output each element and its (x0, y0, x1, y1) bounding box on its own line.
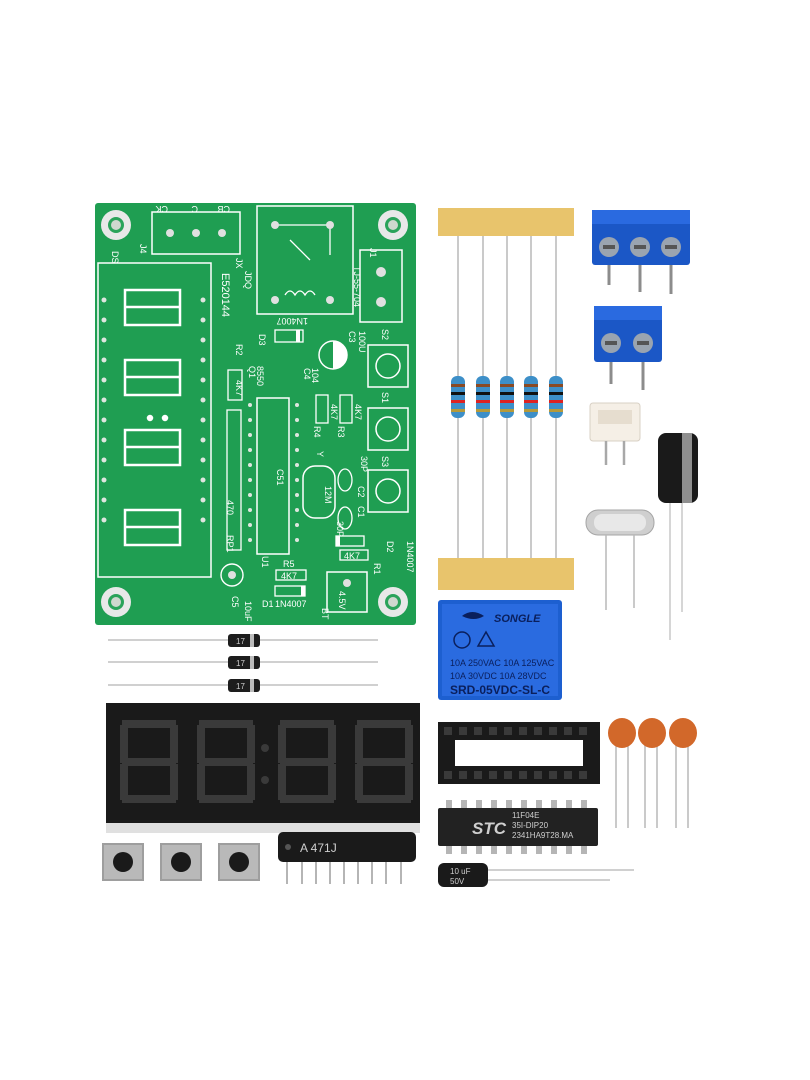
tactile-button (160, 843, 202, 881)
pcb-label-relay-model: TJ-55-704 (352, 266, 362, 307)
mounting-hole (378, 587, 408, 617)
pcb-label-y: Y (315, 451, 325, 457)
resistor (524, 376, 538, 418)
pcb-label-rp1-val: 470 (225, 500, 235, 515)
pcb-label-u1: U1 (260, 556, 270, 568)
terminal-block-3pin (592, 210, 690, 294)
relay-line1: 10A 250VAC 10A 125VAC (450, 658, 555, 668)
pcb-label-jdq: JDQ (243, 271, 253, 289)
pcb-label-s1: S1 (380, 392, 390, 403)
diode-band-text: 17 (236, 682, 245, 691)
pcb-label-c2: C2 (356, 486, 366, 498)
resistor-strip (438, 208, 574, 590)
mcu-brand: STC (472, 819, 507, 838)
relay-line2: 10A 30VDC 10A 28VDC (450, 671, 547, 681)
diode: 17 (108, 634, 378, 647)
pcb-board: CK C CB J4 JDQ TJ-55-704 J1 + DC5VIN - D… (95, 203, 436, 625)
pcb-label-r2: R2 (234, 344, 244, 356)
diode: 17 (108, 656, 378, 669)
relay-model: SRD-05VDC-SL-C (450, 683, 550, 697)
ceramic-capacitors (608, 718, 697, 828)
diode-band-text: 17 (236, 637, 245, 646)
small-cap-voltage: 50V (450, 877, 465, 886)
pcb-code: E520144 (219, 273, 231, 317)
pcb-label-j4: J4 (138, 244, 148, 254)
pcb-label-c4: C4 (302, 368, 312, 380)
tactile-button (102, 843, 144, 881)
pcb-label-c3-val: 100U (357, 331, 367, 353)
pcb-label-r2-val: 4K7 (234, 380, 244, 396)
pcb-label-c1: C1 (356, 506, 366, 518)
small-capacitor: 10 uF 50V (438, 863, 634, 887)
mcu-chip: STC 11F04E 35I-DIP20 2341HA9T28.MA (438, 800, 598, 854)
relay: SONGLE 10A 250VAC 10A 125VAC 10A 30VDC 1… (438, 600, 562, 700)
pcb-label-rp1: RP1 (225, 535, 235, 553)
pcb-label-c1-val: 30P (335, 521, 345, 537)
resistor-network-label: A 471J (300, 841, 337, 855)
tactile-button (218, 843, 260, 881)
mcu-line2: 35I-DIP20 (512, 821, 549, 830)
resistor (549, 376, 563, 418)
pcb-label-bt-val: 4.5V (337, 591, 347, 610)
pcb-label-s3: S3 (380, 456, 390, 467)
pcb-label-r1: R1 (372, 563, 382, 575)
mounting-hole (101, 587, 131, 617)
ic-socket (438, 722, 600, 784)
diode-band-text: 17 (236, 659, 245, 668)
resistor (500, 376, 514, 418)
pcb-label-r3-val: 4K7 (353, 404, 363, 420)
terminal-block-2pin (594, 306, 662, 390)
crystal-oscillator (585, 509, 655, 610)
electrolytic-capacitor (658, 433, 698, 640)
pcb-label-r4-val: 4K7 (329, 404, 339, 420)
pcb-label-q1-part: 8550 (255, 366, 265, 386)
pcb-label-y-val: 12M (323, 486, 333, 504)
pcb-label-c2-val: 30P (359, 456, 369, 472)
pcb-label-r3: R3 (336, 426, 346, 438)
pcb-label-r1-val: 4K7 (344, 551, 360, 561)
white-connector (589, 402, 641, 465)
pcb-label-d1-part: 1N4007 (275, 599, 307, 609)
pcb-label-bt: BT (320, 608, 330, 620)
mounting-hole (101, 210, 131, 240)
pcb-label-d3: D3 (257, 334, 267, 346)
pcb-label-r5-val: 4K7 (281, 571, 297, 581)
pcb-label-c5-val: 10uF (243, 601, 253, 622)
pcb-label-dc-in: + DC5VIN - (426, 286, 436, 332)
pcb-label-d3-part: 1N4007 (276, 316, 308, 326)
mounting-hole (378, 210, 408, 240)
pcb-label-c5: C5 (230, 596, 240, 608)
pcb-label-ck: CK (155, 204, 168, 214)
pcb-label-ds: DS (110, 251, 120, 264)
pcb-label-c: C (191, 204, 198, 214)
pcb-label-c3: C3 (347, 331, 357, 343)
resistor (451, 376, 465, 418)
mcu-line1: 11F04E (512, 811, 539, 820)
small-cap-value: 10 uF (450, 867, 471, 876)
resistor-network: A 471J (278, 832, 416, 884)
pcb-label-s2: S2 (380, 329, 390, 340)
pcb-label-c4-val: 104 (310, 368, 320, 383)
pcb-label-r4: R4 (312, 426, 322, 438)
pcb-label-d2-part: 1N4007 (405, 541, 415, 573)
pcb-label-q1: Q1 (247, 366, 257, 378)
pcb-label-d2: D2 (385, 541, 395, 553)
pcb-mark: JX (234, 258, 244, 269)
mcu-line3: 2341HA9T28.MA (512, 831, 574, 840)
pcb-label-j1: J1 (368, 248, 378, 258)
diode: 17 (108, 679, 378, 692)
seven-segment-display (106, 703, 420, 833)
pcb-label-cb: CB (217, 204, 230, 214)
resistor (476, 376, 490, 418)
pcb-label-c51: C51 (275, 469, 285, 486)
pcb-label-d1: D1 (262, 599, 274, 609)
display-silkscreen (123, 288, 182, 547)
pcb-label-r5: R5 (283, 559, 295, 569)
relay-brand: SONGLE (494, 613, 541, 625)
